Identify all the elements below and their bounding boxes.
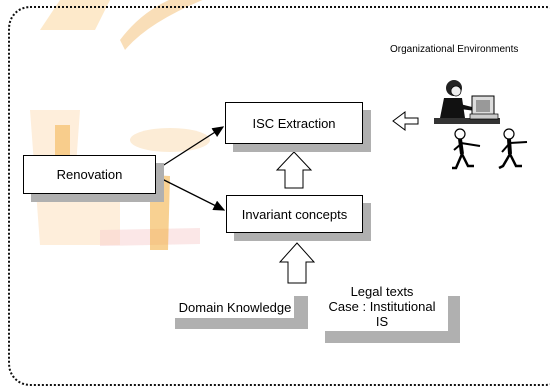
legal-texts-node: Legal texts Case : Institutional IS	[322, 284, 442, 329]
legal-texts-line3: IS	[375, 314, 389, 329]
block-arrow-up-invariant-to-isc	[275, 151, 313, 189]
organizational-environments-label: Organizational Environments	[390, 44, 519, 55]
stick-figure-icon	[498, 128, 528, 170]
legal-texts-line1: Legal texts	[350, 284, 414, 299]
isc-extraction-node: ISC Extraction	[225, 102, 363, 144]
renovation-node: Renovation	[23, 155, 156, 194]
stick-figure-icon	[452, 128, 481, 170]
renovation-label: Renovation	[56, 167, 123, 182]
block-arrow-left-org-to-isc	[392, 111, 419, 131]
arrow-renovation-to-isc	[155, 126, 225, 171]
legal-texts-line2: Case : Institutional	[328, 299, 436, 314]
arrow-renovation-to-invariant	[155, 175, 226, 211]
domain-knowledge-label: Domain Knowledge	[178, 300, 292, 315]
person-at-computer-icon	[434, 80, 500, 124]
block-arrow-up-to-invariant	[278, 242, 316, 284]
invariant-concepts-node: Invariant concepts	[226, 195, 363, 233]
diagram-connectors	[155, 111, 460, 343]
isc-extraction-label: ISC Extraction	[252, 115, 336, 131]
domain-knowledge-node: Domain Knowledge	[170, 300, 300, 315]
invariant-concepts-label: Invariant concepts	[241, 206, 348, 222]
